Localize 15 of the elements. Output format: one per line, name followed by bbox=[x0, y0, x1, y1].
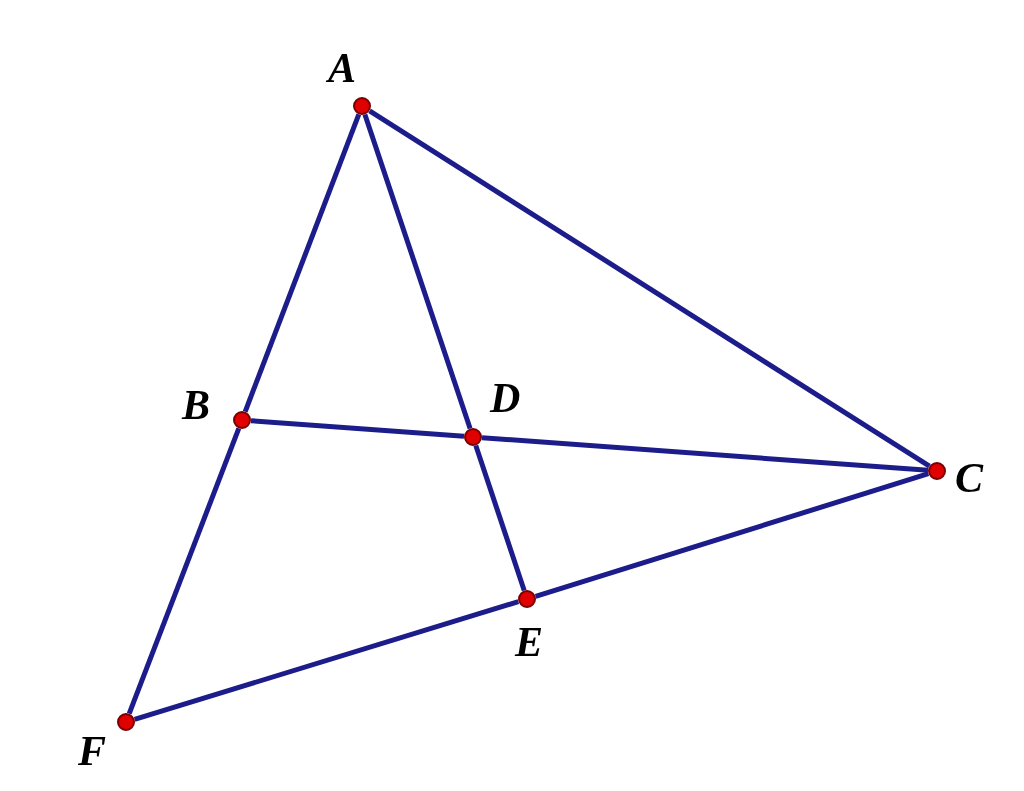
line-segment bbox=[473, 444, 527, 592]
line-segment bbox=[481, 435, 929, 473]
line-segment bbox=[126, 427, 242, 715]
line-segment bbox=[250, 418, 465, 439]
line-segment bbox=[534, 471, 930, 599]
point-label: A bbox=[328, 46, 356, 90]
point-label: E bbox=[515, 620, 543, 664]
line-segment bbox=[242, 113, 362, 413]
point-label: B bbox=[182, 383, 210, 427]
line-segment bbox=[362, 113, 473, 430]
point-label: F bbox=[78, 729, 106, 773]
line-segment bbox=[368, 108, 931, 469]
point-label: C bbox=[955, 456, 983, 500]
point-label: D bbox=[490, 376, 521, 420]
line-segment bbox=[133, 599, 520, 722]
